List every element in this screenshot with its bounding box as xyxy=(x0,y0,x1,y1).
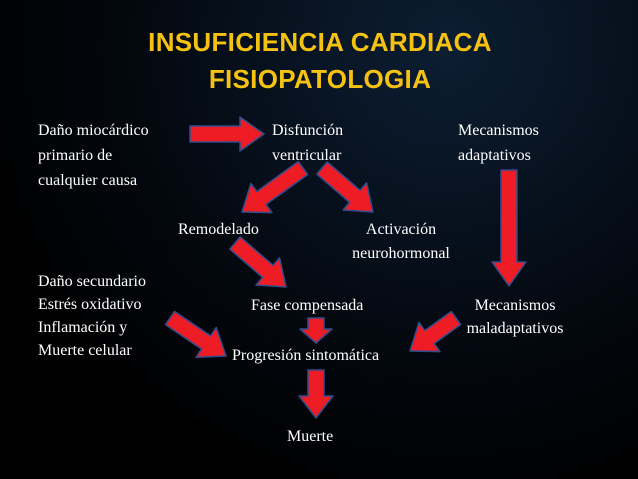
arrow-disfuncion-to-remodelado xyxy=(241,160,309,214)
node-disfuncion-line-2: ventricular xyxy=(272,147,342,164)
node-muerte: Muerte xyxy=(287,427,333,447)
node-disfuncion-line-1: Disfunción xyxy=(272,122,344,139)
node-muerte-line-1: Muerte xyxy=(287,428,334,445)
arrow-dano-to-disfuncion xyxy=(189,116,265,152)
title-line-2: FISIOPATOLOGIA xyxy=(208,64,432,94)
node-dano-miocardico-line-1: Daño miocárdico xyxy=(38,122,149,139)
node-dano-miocardico: Daño miocárdico primario de cualquier ca… xyxy=(38,121,149,191)
node-mecanismos-adaptativos-line-1: Mecanismos xyxy=(458,122,539,139)
arrow-remodelado-to-fase xyxy=(229,236,287,288)
arrow-maladaptativos-to-progresion xyxy=(409,310,462,353)
node-dano-miocardico-line-2: primario de xyxy=(38,147,113,164)
arrow-dano-secundario-to-progresion xyxy=(164,310,227,359)
node-mecanismos-maladaptativos-line-1: Mecanismos xyxy=(474,297,556,314)
node-mecanismos-maladaptativos: Mecanismos maladaptativos xyxy=(455,296,575,339)
node-progresion: Progresión sintomática xyxy=(232,346,379,366)
node-remodelado-line-1: Remodelado xyxy=(178,221,259,238)
node-disfuncion: Disfunción ventricular xyxy=(272,121,343,166)
node-activacion-line-1: Activación xyxy=(365,221,437,238)
arrow-fase-to-progresion xyxy=(299,317,333,344)
node-dano-secundario-line-4: Muerte celular xyxy=(38,342,132,359)
node-activacion: Activación neurohormonal xyxy=(340,220,462,264)
title-line-1: INSUFICIENCIA CARDIACA xyxy=(148,27,492,57)
node-dano-miocardico-line-3: cualquier causa xyxy=(38,172,138,189)
node-fase-compensada: Fase compensada xyxy=(251,296,363,316)
arrow-adaptativos-to-maladaptativos xyxy=(491,169,527,287)
arrow-progresion-to-muerte xyxy=(298,369,334,419)
node-mecanismos-adaptativos: Mecanismos adaptativos xyxy=(458,121,539,166)
node-mecanismos-maladaptativos-line-2: maladaptativos xyxy=(466,320,564,337)
node-activacion-line-2: neurohormonal xyxy=(352,245,450,262)
node-remodelado: Remodelado xyxy=(178,220,259,240)
node-progresion-line-1: Progresión sintomática xyxy=(232,347,380,364)
node-dano-secundario-line-3: Inflamación y xyxy=(38,319,128,336)
arrow-disfuncion-to-activacion xyxy=(316,161,374,213)
node-dano-secundario: Daño secundario Estrés oxidativo Inflama… xyxy=(38,272,146,361)
node-mecanismos-adaptativos-line-2: adaptativos xyxy=(458,147,531,164)
node-dano-secundario-line-1: Daño secundario xyxy=(38,273,146,290)
node-dano-secundario-line-2: Estrés oxidativo xyxy=(38,296,142,313)
node-fase-compensada-line-1: Fase compensada xyxy=(251,297,364,314)
